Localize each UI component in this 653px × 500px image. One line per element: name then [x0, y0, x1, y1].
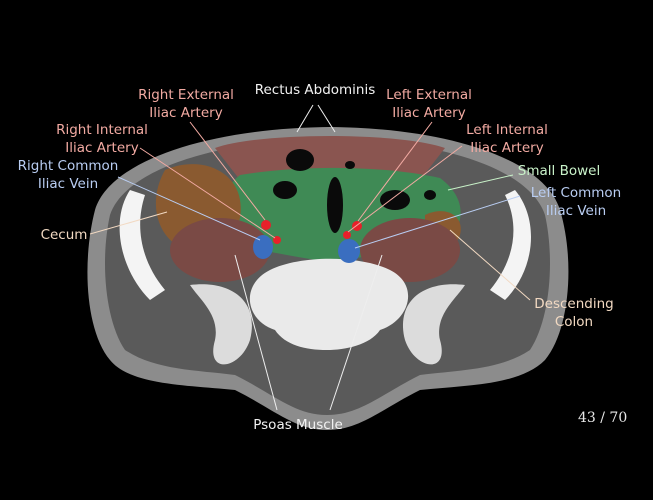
label-line: Right External [138, 87, 234, 103]
label-line: Left External [386, 87, 472, 103]
label-line: Iliac Artery [65, 140, 139, 156]
left-pelvic-wing [403, 284, 465, 365]
bowel-gas [273, 149, 436, 233]
right-iliac-bone [119, 190, 165, 300]
label-line: Descending [534, 296, 614, 312]
label-line: Iliac Vein [37, 176, 99, 192]
label-line: Iliac Artery [392, 105, 466, 121]
label-line: Colon [554, 314, 594, 330]
sacrum [249, 258, 409, 350]
label-line: Left Common [530, 185, 622, 201]
label-cecum: Cecum [40, 227, 88, 243]
label-line: Right Common [17, 158, 119, 174]
label-rectus-abdominis: Rectus Abdominis [254, 82, 376, 98]
label-psoas-muscle: Psoas Muscle [253, 417, 343, 433]
vessels [253, 220, 362, 263]
leader-lines [89, 104, 531, 411]
right-psoas-region [170, 218, 270, 282]
label-line: Iliac Artery [470, 140, 544, 156]
slice-counter: 43 / 70 [578, 410, 628, 426]
right-pelvic-wing [190, 284, 252, 365]
label-line: Left Internal [466, 122, 548, 138]
rectus-abdominis-region [215, 136, 445, 180]
left-iliac-bone [490, 190, 532, 300]
label-line: Right Internal [56, 122, 148, 138]
left-psoas-region [360, 218, 460, 282]
label-line: Iliac Vein [545, 203, 607, 219]
label-small-bowel: Small Bowel [517, 163, 601, 179]
label-line: Iliac Artery [149, 105, 223, 121]
